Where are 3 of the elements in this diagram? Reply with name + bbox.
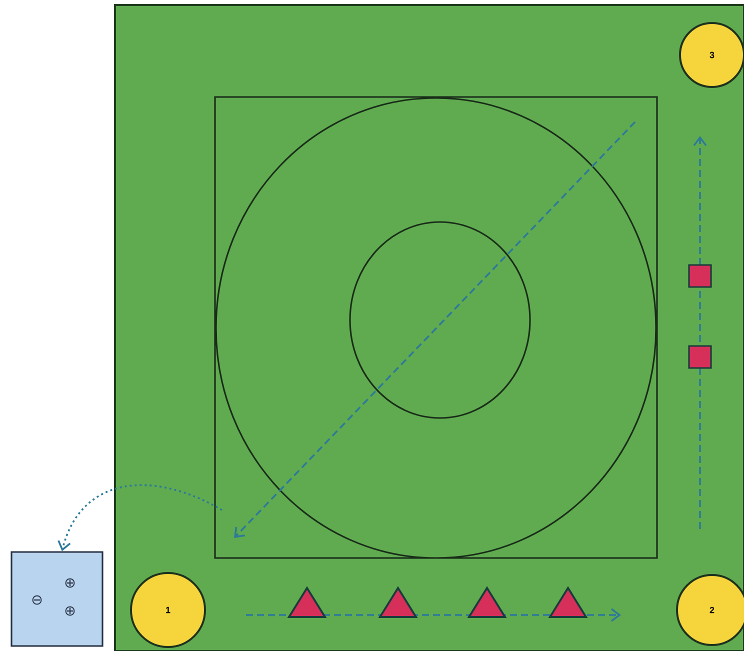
bench-box: ⊖ ⊕ ⊕ <box>10 551 104 647</box>
arrow <box>693 136 707 529</box>
arrow <box>58 484 222 552</box>
